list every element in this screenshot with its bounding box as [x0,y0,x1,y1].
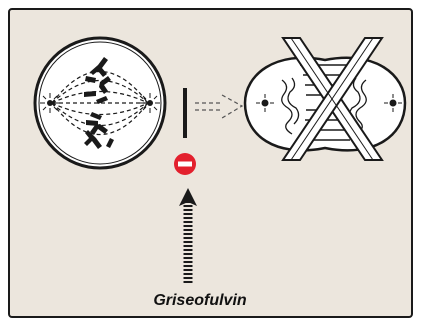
dotted-arrow [179,188,197,283]
inhibition-minus-icon [174,153,196,175]
drug-label: Griseofulvin [110,292,290,310]
centrosome-left [40,93,60,113]
centrosome-right [140,93,160,113]
blocked-arrow [195,95,242,118]
inhibition-bar [183,88,187,138]
metaphase-cell [35,38,165,168]
